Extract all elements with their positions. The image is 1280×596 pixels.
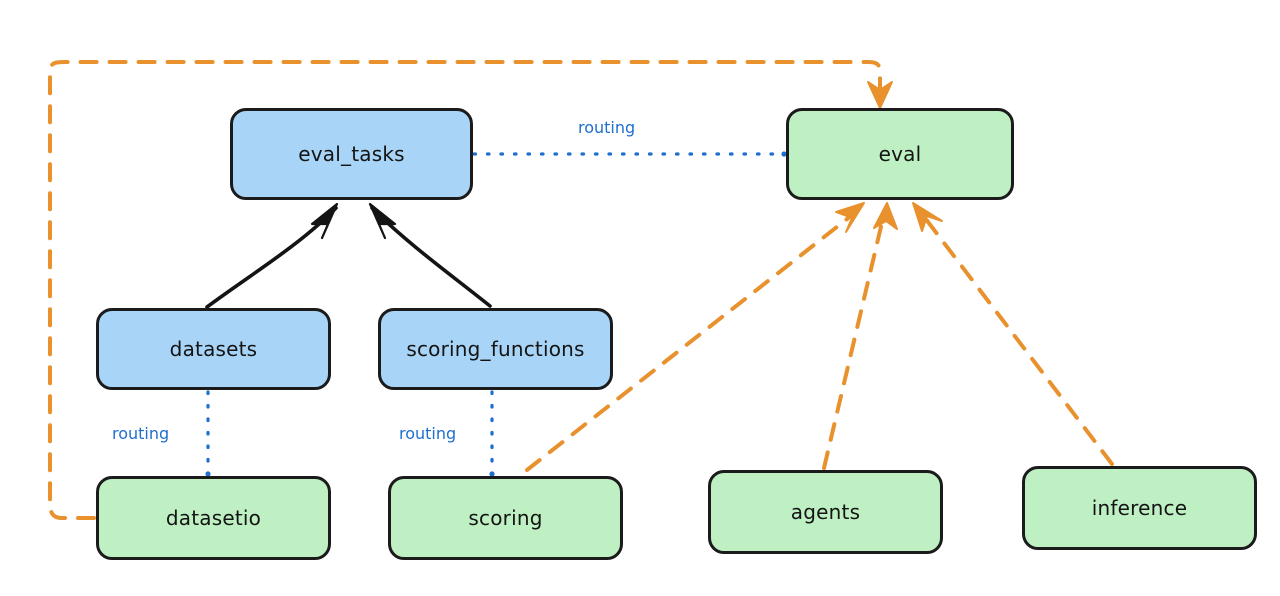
node-label-datasetio: datasetio [165,506,262,530]
node-label-eval-tasks: eval_tasks [298,142,405,166]
edge-datasetio-to-eval [48,60,882,520]
edge-label-routing-datasets-datasetio: routing [112,424,170,443]
node-eval[interactable]: eval [786,108,1014,200]
node-label-scoring-functions: scoring_functions [406,337,585,361]
node-label-inference: inference [1091,496,1188,520]
edge-endpoint-dot-eval [781,151,787,157]
arrowhead-scoring_functions-to-eval_tasks [368,202,397,240]
edge-label-routing-scoring-functions-scoring: routing [399,424,457,443]
node-label-eval: eval [878,142,922,166]
arrowhead-inference-to-eval [912,202,943,232]
arrowhead-scoring-to-eval [835,202,865,233]
edge-agents-to-eval [822,212,886,470]
node-scoring-functions[interactable]: scoring_functions [378,308,613,390]
arrowhead-datasets-to-eval_tasks [310,202,339,240]
node-eval-tasks[interactable]: eval_tasks [230,108,473,200]
edge-scoring-to-eval [525,210,858,472]
node-scoring[interactable]: scoring [388,476,623,560]
arrowhead-agents-to-eval [873,202,898,230]
node-label-scoring: scoring [468,506,543,530]
edge-inference-to-eval [920,212,1114,466]
edge-label-routing-eval-tasks-eval: routing [578,118,636,137]
node-inference[interactable]: inference [1022,466,1257,550]
edge-endpoint-dot-datasetio [205,471,211,477]
node-label-agents: agents [790,500,861,524]
node-agents[interactable]: agents [708,470,943,554]
node-label-datasets: datasets [169,337,258,361]
node-datasets[interactable]: datasets [96,308,331,390]
node-datasetio[interactable]: datasetio [96,476,331,560]
arrowhead-datasetio-to-eval [867,81,893,109]
edge-endpoint-dot-scoring [489,471,495,477]
